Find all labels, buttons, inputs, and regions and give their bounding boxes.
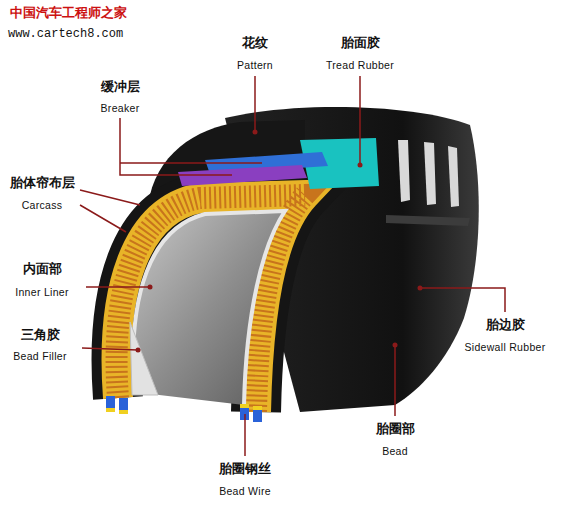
bead-wire-end [253, 406, 262, 410]
part-name: 缓冲层 [101, 80, 140, 95]
leader-line [86, 286, 150, 288]
sidewall-section [117, 195, 305, 412]
bead-wires [106, 396, 262, 422]
carcass-cords [117, 195, 305, 412]
leader-dot [136, 348, 141, 353]
leader-dot [418, 286, 423, 291]
bead-filler [130, 322, 158, 395]
part-name: 花纹 [242, 36, 268, 51]
leader-dot [148, 285, 153, 290]
part-name: Carcass [22, 199, 63, 211]
tread-groove [398, 140, 410, 202]
part-name: Sidewall Rubber [465, 341, 546, 353]
bead-wire-end [119, 410, 128, 414]
leader-dots [136, 130, 423, 353]
bead-wire-end [240, 404, 249, 408]
part-name: 胎圈钢丝 [219, 462, 271, 477]
part-name: Tread Rubber [326, 59, 394, 71]
leader-line [120, 118, 262, 175]
leader-line [420, 288, 505, 312]
part-name: Bead Filler [13, 350, 67, 362]
bead-wire [106, 396, 115, 408]
leader-dot [253, 130, 258, 135]
watermark: www.cartech8.com [8, 28, 123, 42]
part-name: 内面部 [23, 262, 62, 277]
part-name: Bead [382, 445, 408, 457]
part-name: Inner Liner [15, 286, 69, 298]
part-name: 胎边胶 [486, 318, 525, 333]
tread-edge [386, 215, 470, 226]
leader-line [254, 76, 256, 132]
leader-dot [358, 163, 363, 168]
part-name: 胎面胶 [341, 36, 380, 51]
watermark: 中国汽车工程师之家 [10, 6, 127, 21]
leader-line [80, 190, 140, 232]
leader-line [82, 348, 138, 350]
bead-wire [253, 410, 262, 422]
leader-line [359, 76, 361, 165]
part-name: 胎圈部 [376, 422, 415, 437]
tread-groove [424, 142, 436, 205]
bead-wire [119, 398, 128, 410]
part-name: 胎体帘布层 [10, 176, 75, 191]
part-name: Pattern [237, 59, 273, 71]
part-name: Bead Wire [219, 485, 271, 497]
inner-liner [133, 211, 285, 405]
part-name: 三角胶 [21, 328, 60, 343]
part-name: Breaker [101, 102, 140, 114]
inner-cavity [133, 211, 285, 405]
leader-line [244, 414, 246, 456]
leader-line [394, 345, 396, 416]
tread-grooves [386, 140, 470, 226]
carcass-ply [117, 195, 305, 412]
leader-lines [80, 76, 505, 456]
tread-groove [448, 146, 459, 207]
bead-wire-end [106, 408, 115, 412]
leader-dot [393, 343, 398, 348]
